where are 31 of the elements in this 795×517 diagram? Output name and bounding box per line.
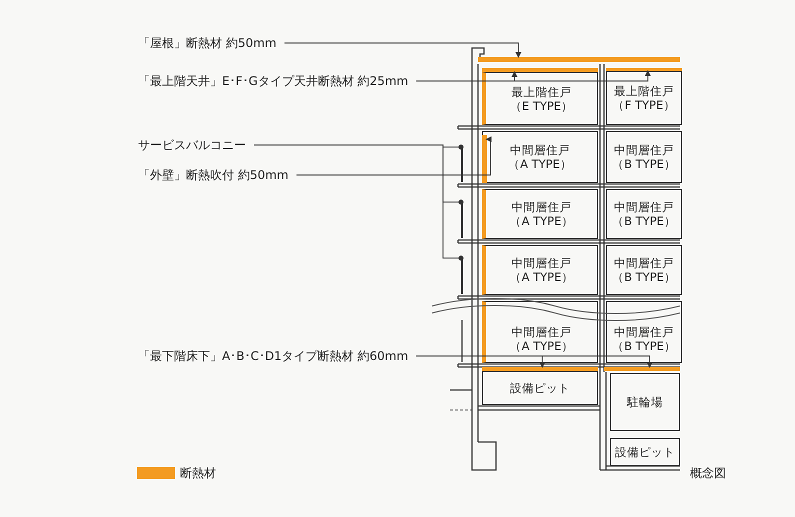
room-box: 中間層住戸（A TYPE） [482,131,598,183]
leader-line [284,42,522,58]
insulation-bar [482,134,486,182]
leader-line [296,136,492,176]
callout-text: 「最上階天井」E･F･Gタイプ天井断熱材 約25mm [138,74,408,88]
callout-text: サービスバルコニー [138,138,246,152]
insulation-bar [606,68,682,71]
room-box: 中間層住戸（B TYPE） [606,131,682,183]
room-box: 設備ピット [482,371,598,405]
room-box: 中間層住戸（A TYPE） [482,301,598,363]
note-label: 概念図 [690,466,726,480]
room-box: 設備ピット [610,438,680,466]
insulation-bar [482,367,598,371]
insulation-bar [604,367,680,371]
callout-text: 「屋根」断熱材 約50mm [138,36,276,50]
roof-insulation-bar [478,57,680,62]
callout-text: 「最下階床下」A･B･C･D1タイプ断熱材 約60mm [138,349,408,363]
room-box: 駐輪場 [610,373,680,431]
room-box: 最上階住戸（F TYPE） [606,71,682,125]
room-box: 最上階住戸（E TYPE） [482,72,598,125]
legend-label: 断熱材 [180,466,216,480]
leader-line [416,356,653,368]
room-box: 中間層住戸（A TYPE） [482,189,598,239]
room-box: 中間層住戸（A TYPE） [482,245,598,295]
room-box: 中間層住戸（B TYPE） [606,189,682,239]
room-box: 中間層住戸（B TYPE） [606,245,682,295]
callout-text: 「外壁」断熱吹付 約50mm [138,168,288,182]
room-box: 中間層住戸（B TYPE） [606,301,682,363]
leader-line [416,70,651,82]
leader-line [254,144,464,261]
insulation-bar [482,68,598,72]
